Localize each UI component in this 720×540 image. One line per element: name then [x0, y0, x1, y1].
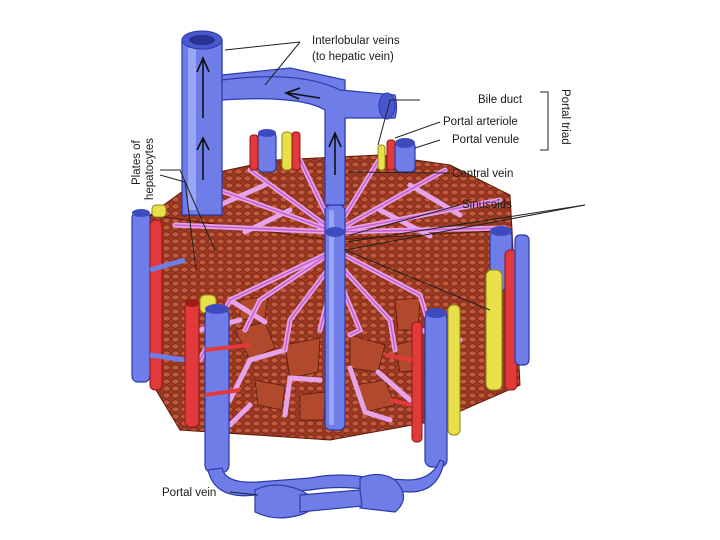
portal-triad-back-left	[250, 129, 300, 172]
portal-vein	[208, 460, 444, 518]
label-sinusoids: Sinusoids	[462, 199, 512, 211]
label-central-vein: Central vein	[452, 168, 513, 180]
label-interlobular-veins: Interlobular veins	[312, 35, 400, 47]
label-bile-duct: Bile duct	[478, 94, 523, 106]
label-hepatocytes: hepatocytes	[144, 138, 156, 200]
label-portal-vein: Portal vein	[162, 487, 216, 499]
label-plates-of: Plates of	[131, 139, 143, 185]
central-vein	[325, 205, 345, 430]
label-portal-triad: Portal triad	[559, 89, 571, 145]
label-portal-venule: Portal venule	[452, 134, 519, 146]
portal-triad-right	[486, 226, 529, 390]
portal-triad-top	[378, 138, 415, 172]
label-to-hepatic-vein: (to hepatic vein)	[312, 51, 394, 63]
label-portal-arteriole: Portal arteriole	[443, 116, 518, 128]
